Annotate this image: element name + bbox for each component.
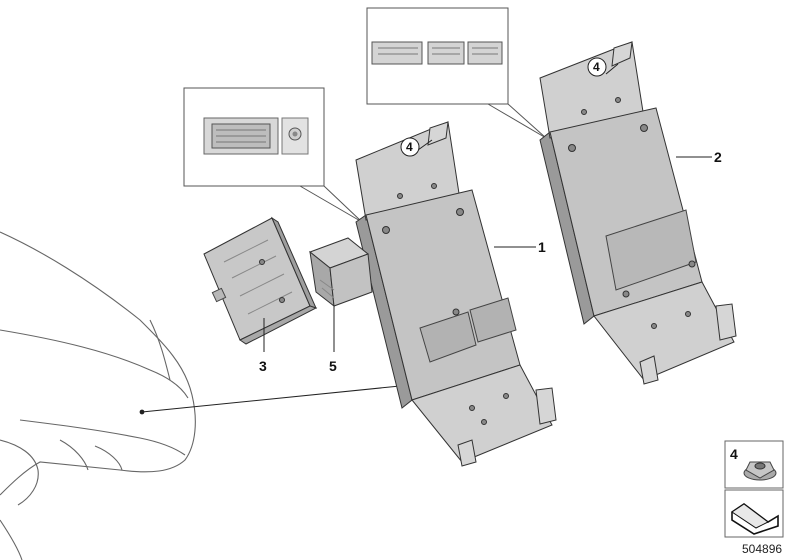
cover-plate-part-3 [203,216,318,345]
callout-part-5: 5 [329,358,337,374]
folded-arrow-icon [731,503,779,535]
svg-text:4: 4 [406,140,413,154]
callout-part-3: 3 [259,358,267,374]
callout-part-1: 1 [538,239,546,255]
nut-icon [743,461,777,481]
connector-detail-box-2 [366,7,547,139]
car-silhouette [0,231,196,560]
callout-leaders [263,63,712,352]
legend-nut-box: 4 [724,440,784,489]
control-module-part-1 [355,121,557,467]
callout-part-2: 2 [714,149,722,165]
circled-callout-4b: 4 [587,57,607,77]
document-number: 504896 [742,542,782,556]
connector-block-part-5 [308,237,373,308]
legend-arrow-box [724,489,784,538]
circled-callout-4a: 4 [400,137,420,157]
connector-detail-box-1 [183,87,363,223]
svg-text:4: 4 [593,60,600,74]
control-module-part-2 [539,41,737,385]
svg-text:4: 4 [730,446,738,462]
car-location-leader [139,385,401,415]
